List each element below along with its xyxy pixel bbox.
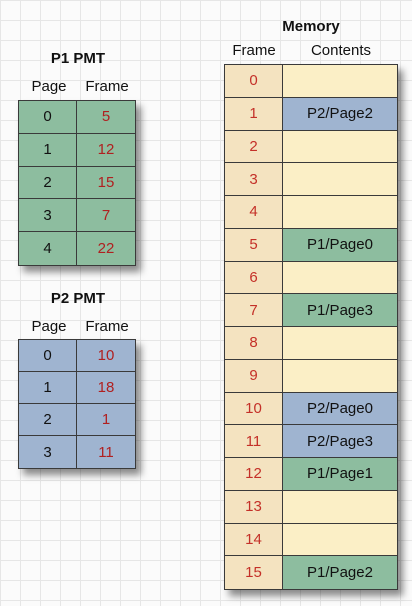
memory-contents-cell: P1/Page2 [283, 556, 397, 589]
p2-frame-header: Frame [85, 318, 129, 335]
memory-table: 0 1 P2/Page2 2 3 4 5 P1/Page0 6 7 P1/Pag… [224, 64, 398, 590]
memory-contents-cell [283, 261, 397, 294]
table-row: 4 22 [19, 232, 135, 265]
frame-cell: 1 [77, 404, 135, 435]
memory-contents-cell [283, 196, 397, 228]
memory-contents-cell: P2/Page0 [283, 392, 397, 425]
table-row: 0 10 [19, 340, 135, 372]
memory-frame-cell: 10 [225, 392, 283, 425]
memory-row: 15 P1/Page2 [225, 556, 397, 589]
memory-contents-cell [283, 65, 397, 97]
memory-frame-cell: 3 [225, 163, 283, 195]
memory-contents-cell [283, 130, 397, 163]
table-row: 2 1 [19, 404, 135, 436]
memory-row: 11 P2/Page3 [225, 425, 397, 458]
memory-contents-cell: P1/Page1 [283, 458, 397, 490]
memory-row: 14 [225, 523, 397, 557]
table-row: 2 15 [19, 166, 135, 200]
memory-row: 13 [225, 490, 397, 524]
memory-frame-cell: 13 [225, 490, 283, 523]
memory-frame-cell: 12 [225, 458, 283, 490]
memory-frame-cell: 7 [225, 294, 283, 326]
frame-cell: 11 [77, 436, 135, 468]
frame-cell: 12 [77, 133, 135, 166]
page-cell: 1 [19, 133, 77, 166]
frame-cell: 18 [77, 372, 135, 403]
memory-row: 5 P1/Page0 [225, 228, 397, 262]
memory-frame-cell: 0 [225, 65, 283, 97]
memory-contents-cell: P1/Page3 [283, 294, 397, 326]
memory-contents-cell [283, 523, 397, 556]
memory-row: 0 [225, 65, 397, 98]
p1-page-map-table: 0 5 1 12 2 15 3 7 4 22 [18, 100, 136, 266]
memory-contents-cell [283, 359, 397, 392]
memory-row: 2 [225, 130, 397, 164]
memory-row: 9 [225, 359, 397, 393]
memory-row: 8 [225, 327, 397, 360]
memory-frame-cell: 8 [225, 327, 283, 359]
memory-contents-cell: P2/Page2 [283, 97, 397, 130]
p1-frame-header: Frame [85, 78, 129, 95]
frame-cell: 15 [77, 166, 135, 199]
memory-row: 6 [225, 261, 397, 295]
page-cell: 3 [19, 199, 77, 232]
p1-page-header: Page [31, 78, 67, 95]
memory-title: Memory [282, 18, 340, 35]
memory-contents-cell [283, 327, 397, 359]
p1-pmt-title: P1 PMT [50, 50, 106, 67]
page-cell: 2 [19, 404, 77, 435]
frame-cell: 5 [77, 101, 135, 133]
p2-page-header: Page [31, 318, 67, 335]
memory-row: 12 P1/Page1 [225, 458, 397, 491]
memory-contents-cell [283, 490, 397, 523]
page-cell: 0 [19, 340, 77, 371]
memory-frame-cell: 6 [225, 261, 283, 294]
memory-frame-cell: 11 [225, 425, 283, 457]
table-row: 3 7 [19, 199, 135, 233]
memory-frame-cell: 4 [225, 196, 283, 228]
memory-row: 3 [225, 163, 397, 196]
memory-frame-cell: 14 [225, 523, 283, 556]
table-row: 0 5 [19, 101, 135, 134]
page-cell: 1 [19, 372, 77, 403]
memory-contents-cell: P1/Page0 [283, 228, 397, 261]
table-row: 1 12 [19, 133, 135, 167]
frame-cell: 10 [77, 340, 135, 371]
memory-frame-cell: 5 [225, 228, 283, 261]
memory-contents-cell [283, 163, 397, 195]
p2-pmt-title: P2 PMT [50, 290, 106, 307]
page-cell: 4 [19, 232, 77, 265]
table-row: 1 18 [19, 372, 135, 404]
page-cell: 2 [19, 166, 77, 199]
memory-row: 4 [225, 196, 397, 229]
frame-cell: 7 [77, 199, 135, 232]
memory-frame-header: Frame [232, 42, 276, 59]
memory-contents-cell: P2/Page3 [283, 425, 397, 457]
page-cell: 0 [19, 101, 77, 133]
page-cell: 3 [19, 436, 77, 468]
memory-contents-header: Contents [310, 42, 372, 59]
memory-frame-cell: 15 [225, 556, 283, 589]
memory-row: 7 P1/Page3 [225, 294, 397, 327]
memory-frame-cell: 1 [225, 97, 283, 130]
p2-page-map-table: 0 10 1 18 2 1 3 11 [18, 339, 136, 469]
frame-cell: 22 [77, 232, 135, 265]
memory-row: 10 P2/Page0 [225, 392, 397, 426]
memory-frame-cell: 2 [225, 130, 283, 163]
table-row: 3 11 [19, 436, 135, 468]
memory-row: 1 P2/Page2 [225, 97, 397, 131]
memory-frame-cell: 9 [225, 359, 283, 392]
